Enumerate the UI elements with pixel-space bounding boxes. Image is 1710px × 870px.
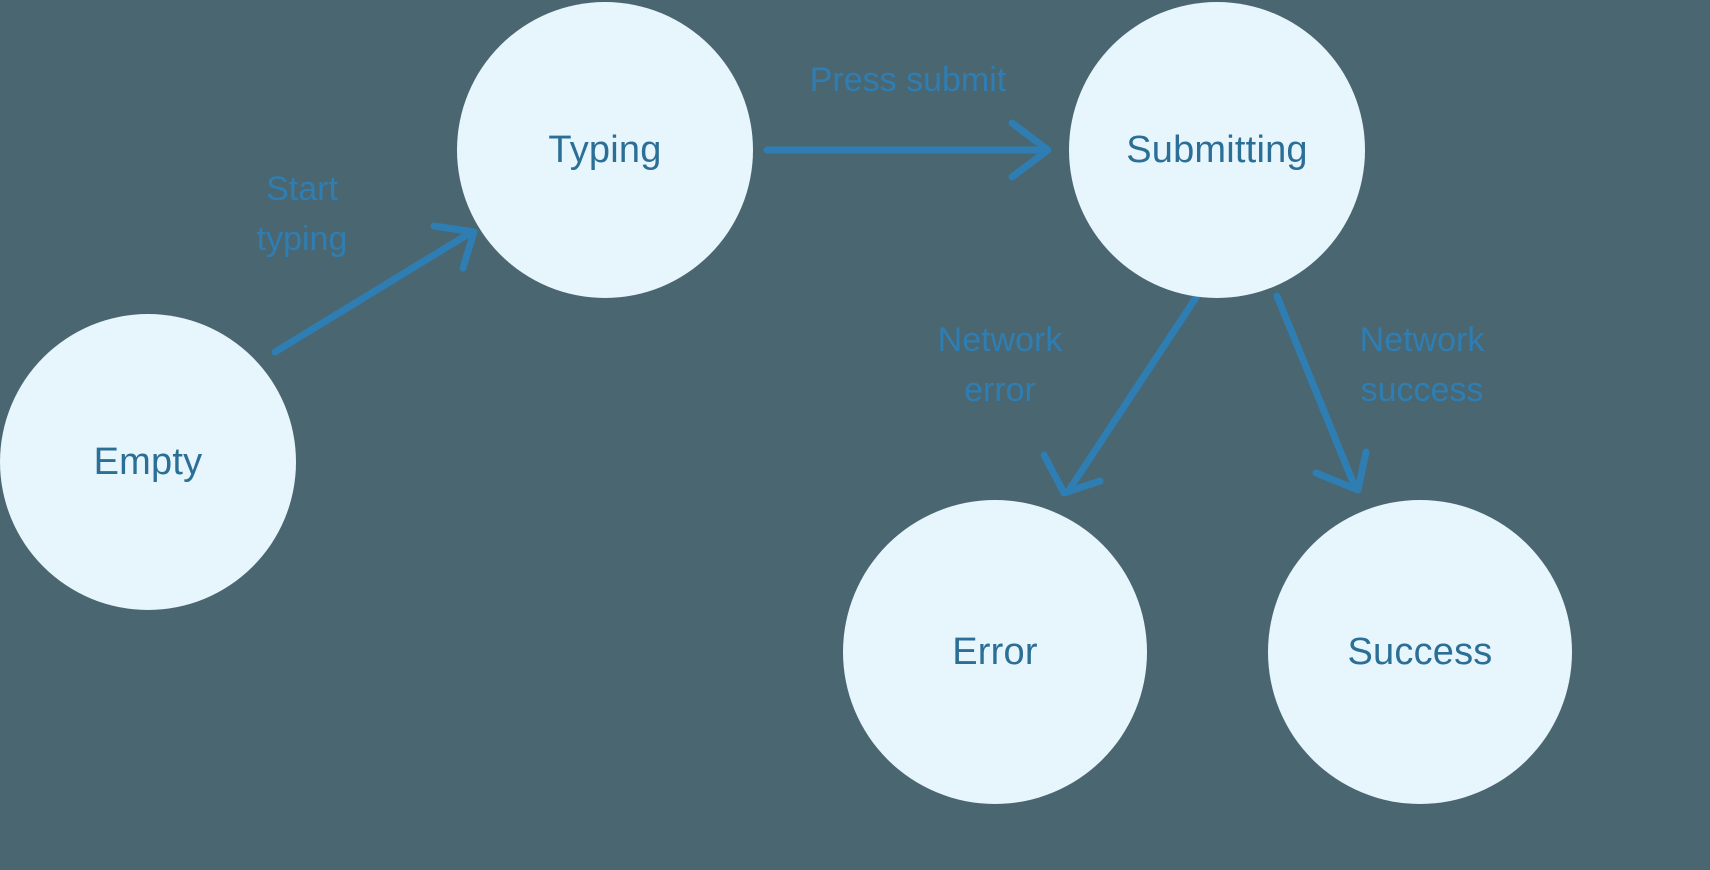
state-node-error[interactable]: Error xyxy=(843,500,1147,804)
edge-typing-to-submitting xyxy=(763,119,1052,181)
state-node-submitting-label: Submitting xyxy=(1126,128,1308,171)
edge-submitting-to-error xyxy=(1040,292,1201,497)
edge-empty-to-typing xyxy=(271,222,478,356)
state-node-typing-label: Typing xyxy=(548,128,662,171)
state-node-error-label: Error xyxy=(952,630,1038,673)
state-node-success[interactable]: Success xyxy=(1268,500,1572,804)
edge-label-network-success: Network success xyxy=(1359,321,1485,409)
state-node-empty-label: Empty xyxy=(93,440,203,483)
edge-label-network-error: Network error xyxy=(937,321,1063,409)
state-node-success-label: Success xyxy=(1347,630,1493,673)
edge-label-start-typing: Start typing xyxy=(256,170,348,258)
state-node-typing[interactable]: Typing xyxy=(457,2,753,298)
state-node-empty[interactable]: Empty xyxy=(0,314,296,610)
edge-label-press-submit: Press submit xyxy=(809,61,1007,99)
edge-submitting-to-success xyxy=(1273,292,1370,494)
state-node-submitting[interactable]: Submitting xyxy=(1069,2,1365,298)
